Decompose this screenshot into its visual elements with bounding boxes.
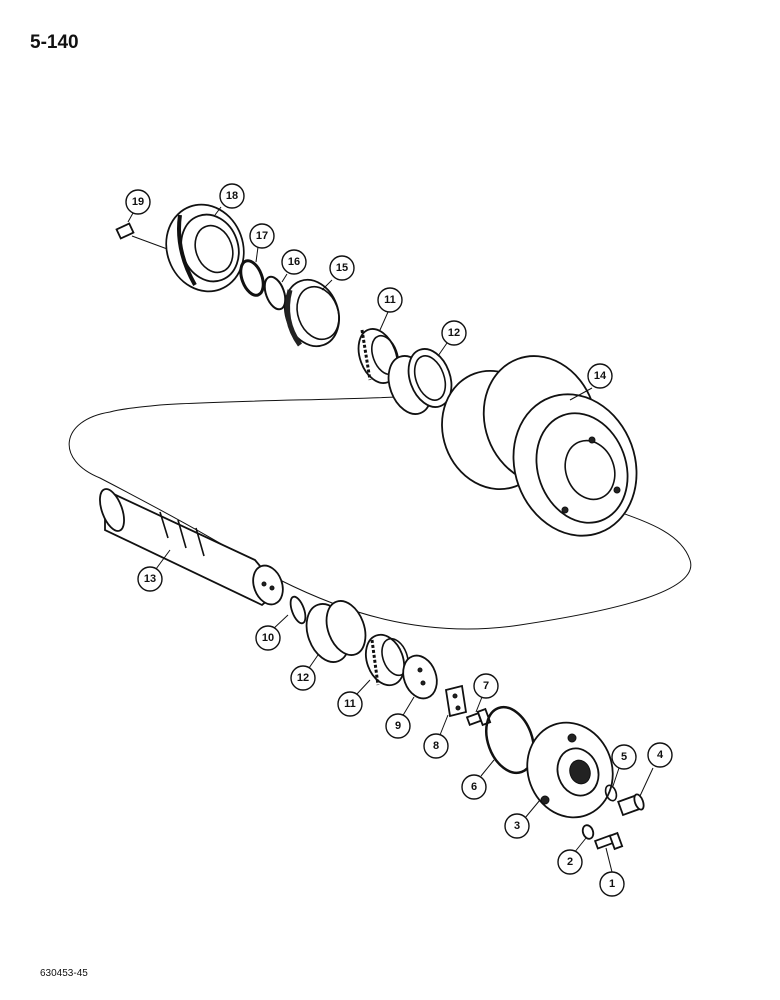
figure-code: 630453-45 <box>40 968 88 979</box>
bearing-cup-12-lower <box>305 600 367 663</box>
callout: 14 <box>587 363 613 389</box>
callout: 11 <box>377 287 403 313</box>
end-collar-3 <box>526 721 614 819</box>
plug-10 <box>289 595 307 625</box>
o-ring-6 <box>485 705 535 775</box>
callout-label: 14 <box>594 370 607 382</box>
plug-4 <box>617 793 645 817</box>
callout: 18 <box>219 183 245 209</box>
o-ring-5 <box>604 784 618 802</box>
callout-label: 4 <box>657 749 664 761</box>
callout-label: 5 <box>621 751 627 763</box>
assembly-outline <box>68 394 692 630</box>
callout-label: 3 <box>514 820 520 832</box>
callout: 3 <box>504 813 530 839</box>
callout: 2 <box>557 849 583 875</box>
bearing-cone-11-upper <box>357 328 399 384</box>
snap-ring-17 <box>239 259 265 297</box>
callout: 7 <box>473 673 499 699</box>
callout-label: 19 <box>132 196 144 208</box>
bolt-1 <box>593 831 624 851</box>
callout: 1 <box>599 871 625 897</box>
callout-label: 15 <box>336 262 348 274</box>
callout-label: 13 <box>144 573 156 585</box>
callout-label: 12 <box>297 672 309 684</box>
retainer-plate-9 <box>402 654 438 700</box>
callout-label: 10 <box>262 632 274 644</box>
seal-15 <box>284 278 340 348</box>
bearing-cup-12-upper <box>387 348 453 415</box>
pin-19 <box>115 222 171 251</box>
callout: 8 <box>423 733 449 759</box>
callout-label: 11 <box>344 698 356 710</box>
callout: 4 <box>647 742 673 768</box>
callout-label: 12 <box>448 327 460 339</box>
callout: 12 <box>441 320 467 346</box>
callout: 12 <box>290 665 316 691</box>
callout-label: 2 <box>567 856 573 868</box>
callout: 9 <box>385 713 411 739</box>
callout: 10 <box>255 625 281 651</box>
callout: 16 <box>281 249 307 275</box>
callout: 5 <box>611 744 637 770</box>
o-ring-16 <box>263 275 287 311</box>
callout: 19 <box>125 189 151 215</box>
page-number: 5-140 <box>30 32 79 53</box>
bearing-cone-11-lower <box>364 633 409 687</box>
seal-housing-18 <box>165 203 245 293</box>
callout-label: 1 <box>609 878 615 890</box>
lock-plate-8 <box>444 684 468 718</box>
shaft-13 <box>99 488 284 607</box>
callout-label: 7 <box>483 680 489 692</box>
callout-label: 11 <box>384 294 396 306</box>
callout-label: 16 <box>288 256 300 268</box>
roller-14 <box>441 355 638 537</box>
callout: 13 <box>137 566 163 592</box>
leader-lines <box>127 206 654 873</box>
callout-label: 18 <box>226 190 238 202</box>
callout: 11 <box>337 691 363 717</box>
washer-2 <box>581 824 595 840</box>
callout: 15 <box>329 255 355 281</box>
callout-label: 8 <box>433 740 439 752</box>
callout-label: 17 <box>256 230 268 242</box>
callout: 17 <box>249 223 275 249</box>
callout-label: 9 <box>395 720 401 732</box>
callout-label: 6 <box>471 781 477 793</box>
callout: 6 <box>461 774 487 800</box>
